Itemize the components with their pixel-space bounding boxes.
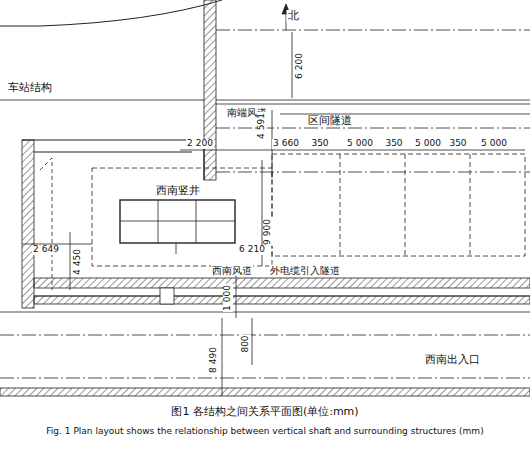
- dimension-label: 9 900: [263, 218, 273, 246]
- dimension-label: 800: [241, 334, 251, 353]
- dimension-label: Fig. 1 Plan layout shows the relationshi…: [45, 427, 484, 437]
- dimension-label: 车站结构: [7, 82, 53, 94]
- shaft-label: 西南竖井: [154, 183, 202, 198]
- dimension-label: 350: [384, 139, 403, 149]
- dimension-label: 外电缆引入隧道: [269, 265, 341, 276]
- dimension-label: 北: [287, 10, 300, 22]
- shaft-box: 西南竖井: [120, 183, 235, 243]
- dimension-label: 5 000: [414, 139, 442, 149]
- dimension-label: 4 450: [73, 248, 83, 276]
- dimension-label: 1 000: [223, 284, 233, 312]
- dimension-label: 6 200: [295, 52, 305, 80]
- dimension-label: 5 000: [346, 139, 374, 149]
- dimension-label: 5 000: [480, 139, 508, 149]
- dimension-label: 2 200: [186, 139, 214, 149]
- dimension-label: 3 660: [272, 139, 300, 149]
- dimension-label: 2 649: [32, 245, 60, 255]
- dimension-label: 350: [310, 139, 329, 149]
- dimension-label: 350: [448, 139, 467, 149]
- dimension-label: 6 210: [238, 245, 266, 255]
- dimension-label: 西南出入口: [424, 354, 481, 366]
- figure-caption: 图1 各结构之间关系平面图(单位:mm): [0, 404, 530, 419]
- dimension-label: 西南风道: [211, 265, 253, 276]
- dimension-label: 区间隧道: [307, 115, 353, 127]
- dimension-label: 4 591: [257, 112, 267, 140]
- dimension-label: 8 490: [209, 346, 219, 374]
